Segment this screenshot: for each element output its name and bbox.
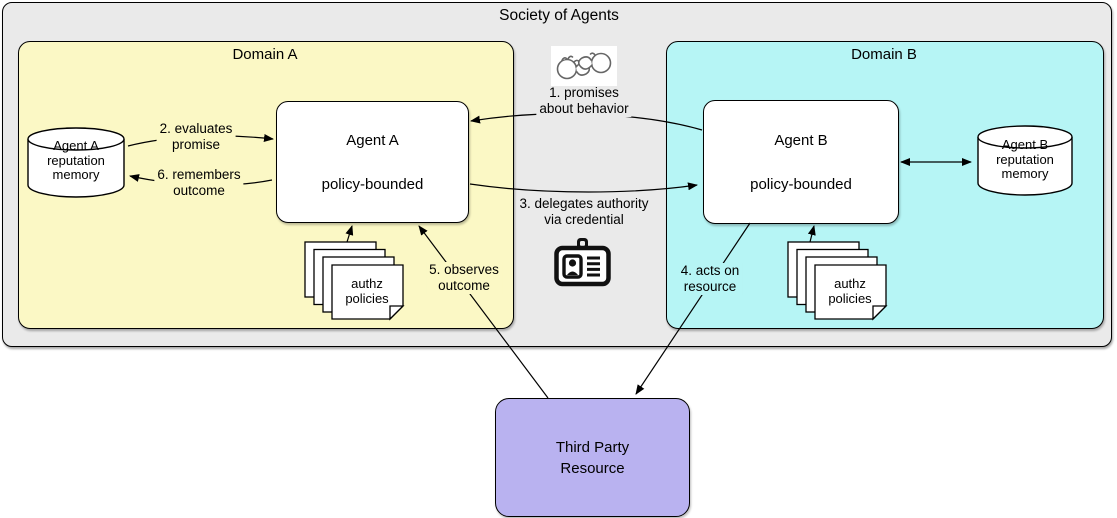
delegates-label: 3. delegates authority via credential bbox=[516, 196, 652, 228]
observes-label: 5. observes outcome bbox=[426, 262, 502, 294]
domain-b-title: Domain B bbox=[851, 46, 917, 63]
agent-b-name: Agent B bbox=[774, 131, 828, 149]
society-title: Society of Agents bbox=[499, 7, 619, 24]
resource-label-line2: Resource bbox=[560, 459, 625, 477]
third-party-resource-box: Third Party Resource bbox=[495, 398, 690, 517]
agent-a-box: Agent A policy-bounded bbox=[276, 101, 469, 223]
agent-b-reputation-cylinder bbox=[977, 125, 1073, 196]
evaluates-label: 2. evaluates promise bbox=[156, 121, 236, 153]
authz-policies-stack-a bbox=[304, 241, 405, 321]
agent-a-reputation-cylinder bbox=[27, 127, 125, 198]
authz-policies-stack-b bbox=[787, 241, 888, 321]
agent-a-trait: policy-bounded bbox=[321, 175, 424, 193]
agent-b-box: Agent B policy-bounded bbox=[703, 100, 899, 224]
pinky-promise-icon bbox=[551, 46, 617, 86]
authz-policies-label-b: authz policies bbox=[828, 276, 872, 306]
promises-label: 1. promises about behavior bbox=[536, 85, 632, 117]
authz-policies-label-a: authz policies bbox=[345, 276, 389, 306]
agent-a-name: Agent A bbox=[346, 131, 399, 149]
id-badge-icon bbox=[554, 238, 611, 287]
remembers-label: 6. remembers outcome bbox=[154, 167, 244, 199]
acts-label: 4. acts on resource bbox=[677, 263, 743, 295]
agent-a-reputation-label: Agent A reputation memory bbox=[47, 138, 105, 182]
agent-b-trait: policy-bounded bbox=[750, 175, 852, 193]
agent-b-reputation-label: Agent B reputation memory bbox=[996, 137, 1054, 181]
resource-label-line1: Third Party bbox=[555, 438, 630, 456]
domain-a-title: Domain A bbox=[232, 46, 298, 63]
